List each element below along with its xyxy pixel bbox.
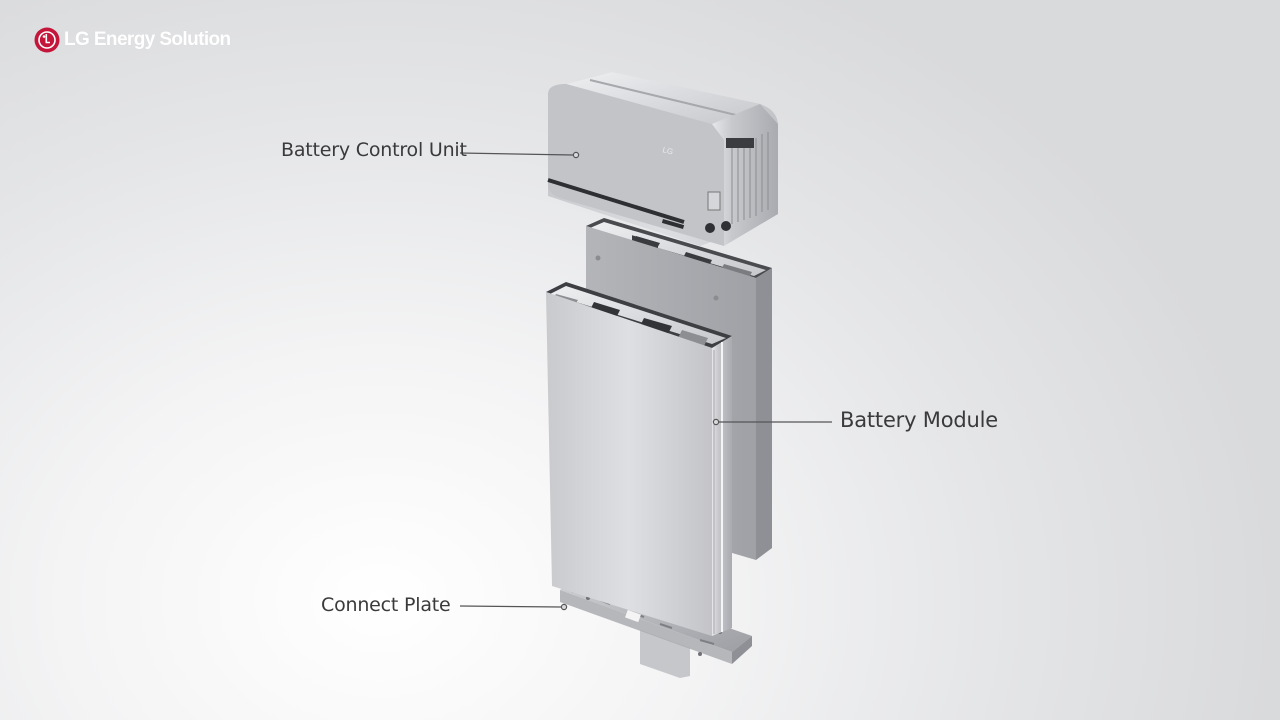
battery-control-unit-part: LG: [547, 72, 778, 246]
brand-name: LG Energy Solution: [64, 29, 231, 50]
svg-text:LG: LG: [662, 145, 675, 156]
leader-dot-bm: [712, 418, 720, 426]
callout-label-battery-control-unit: Battery Control Unit: [281, 139, 467, 161]
callout-label-battery-module: Battery Module: [840, 408, 998, 432]
leader-dot-bcu: [572, 151, 580, 159]
callout-leader-lines: [459, 151, 832, 611]
leader-dot-cp: [560, 603, 568, 611]
leader-line-cp: [459, 605, 562, 608]
callout-label-connect-plate: Connect Plate: [321, 594, 451, 616]
lg-logo-icon: [34, 27, 60, 53]
battery-module-front-part: [546, 282, 732, 636]
brand-logo: LG Energy Solution: [34, 27, 231, 53]
leader-line-bcu: [459, 152, 574, 156]
